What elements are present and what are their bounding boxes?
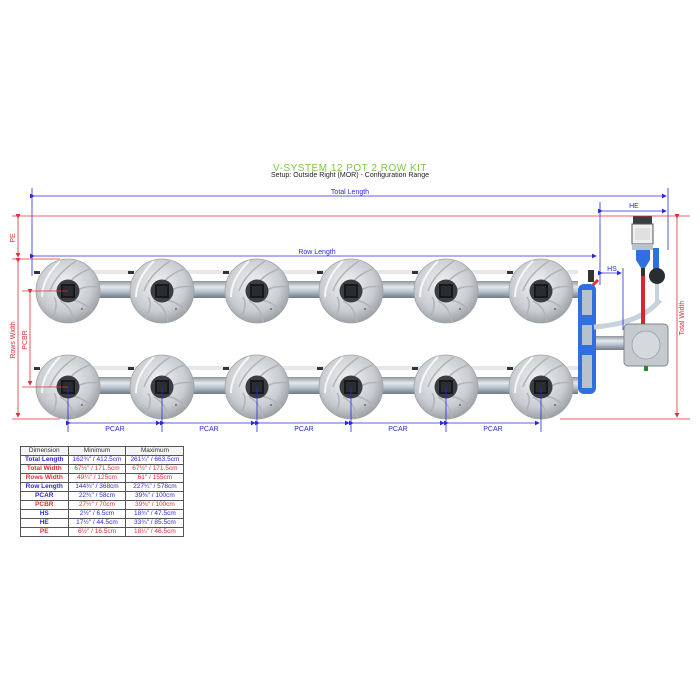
- pot-icon: [129, 258, 195, 324]
- pcar-label: PCAR: [199, 426, 218, 433]
- table-row: Total Length 162¾" / 412.5cm 261¼" / 663…: [20, 455, 185, 465]
- dimension-min: 162¾" / 412.5cm: [67, 455, 127, 465]
- dimension-max: 39⅜" / 100cm: [125, 500, 185, 510]
- header-minimum: Minimum: [67, 446, 127, 456]
- table-row: PCAR 22¾" / 58cm 39⅜" / 100cm: [20, 491, 185, 501]
- pcar-dimensions: [66, 387, 542, 432]
- dimension-name: HE: [20, 518, 69, 528]
- dimension-min: 27½" / 70cm: [67, 500, 127, 510]
- table-row: PCBR 27½" / 70cm 39⅜" / 100cm: [20, 500, 185, 510]
- dimension-max: 67½" / 171.5cm: [125, 464, 185, 474]
- pot-icon: [224, 258, 290, 324]
- table-row: HS 2½" / 6.5cm 18¾" / 47.5cm: [20, 509, 185, 519]
- dimension-min: 17½" / 44.5cm: [67, 518, 127, 528]
- diagram-title: V-SYSTEM 12 POT 2 ROW KIT: [272, 163, 427, 174]
- pcbr-dimension: [22, 289, 68, 388]
- dimension-name: Total Width: [20, 464, 69, 474]
- pcar-label: PCAR: [388, 426, 407, 433]
- brain-controller-icon: [631, 216, 665, 324]
- table-header-row: Dimension Minimum Maximum: [20, 446, 185, 456]
- rows-width-dimension: [12, 258, 60, 420]
- total-width-dimension: [560, 214, 690, 420]
- total-width-label: Total Width: [679, 301, 686, 336]
- pot-icon: [318, 258, 384, 324]
- pcar-label: PCAR: [483, 426, 502, 433]
- dimension-name: PCAR: [20, 491, 69, 501]
- manifold: [578, 270, 662, 394]
- rows-width-label: Rows Width: [10, 321, 17, 358]
- dimension-min: 6½" / 16.5cm: [67, 527, 127, 537]
- dimension-min: 67½" / 171.5cm: [67, 464, 127, 474]
- dimension-max: 18¼" / 46.5cm: [125, 527, 185, 537]
- dimension-name: HS: [20, 509, 69, 519]
- pot-icon: [508, 258, 574, 324]
- reservoir-tank-icon: [623, 323, 669, 371]
- dimension-max: 18¾" / 47.5cm: [125, 509, 185, 519]
- pcbr-label: PCBR: [22, 330, 29, 349]
- dimension-name: PE: [20, 527, 69, 537]
- pot-icon: [413, 258, 479, 324]
- valve-fittings: [34, 271, 513, 370]
- dimension-max: 227¼" / 578cm: [125, 482, 185, 492]
- table-row: Row Length 144¾" / 368cm 227¼" / 578cm: [20, 482, 185, 492]
- hs-label: HS: [607, 266, 617, 273]
- dimension-max: 261¼" / 663.5cm: [125, 455, 185, 465]
- he-label: HE: [629, 203, 639, 210]
- dimension-max: 33¾" / 85.5cm: [125, 518, 185, 528]
- total-length-dimension: [30, 188, 669, 258]
- pcar-label: PCAR: [294, 426, 313, 433]
- header-maximum: Maximum: [125, 446, 185, 456]
- row-length-dimension: [30, 253, 597, 276]
- table-row: Rows Width 49¼" / 125cm 61" / 155cm: [20, 473, 185, 483]
- dimension-table: Dimension Minimum Maximum Total Length 1…: [20, 446, 185, 537]
- dimension-max: 39⅜" / 100cm: [125, 491, 185, 501]
- table-row: HE 17½" / 44.5cm 33¾" / 85.5cm: [20, 518, 185, 528]
- dimension-name: Row Length: [20, 482, 69, 492]
- dimension-min: 2½" / 6.5cm: [67, 509, 127, 519]
- row-length-label: Row Length: [298, 249, 335, 256]
- dimension-min: 22¾" / 58cm: [67, 491, 127, 501]
- table-row: Total Width 67½" / 171.5cm 67½" / 171.5c…: [20, 464, 185, 474]
- diagram-subtitle: Setup: Outside Right (MOR) - Configurati…: [271, 172, 429, 179]
- pe-dimension: [12, 214, 690, 260]
- total-length-label: Total Length: [331, 189, 369, 196]
- dimension-max: 61" / 155cm: [125, 473, 185, 483]
- dimension-name: Rows Width: [20, 473, 69, 483]
- dimension-name: PCBR: [20, 500, 69, 510]
- dimension-min: 49¼" / 125cm: [67, 473, 127, 483]
- dimension-name: Total Length: [20, 455, 69, 465]
- pe-label: PE: [10, 233, 17, 243]
- header-dimension: Dimension: [20, 446, 69, 456]
- hs-dimension: [598, 268, 624, 330]
- pcar-label: PCAR: [105, 426, 124, 433]
- dimension-min: 144¾" / 368cm: [67, 482, 127, 492]
- table-row: PE 6½" / 16.5cm 18¼" / 46.5cm: [20, 527, 185, 537]
